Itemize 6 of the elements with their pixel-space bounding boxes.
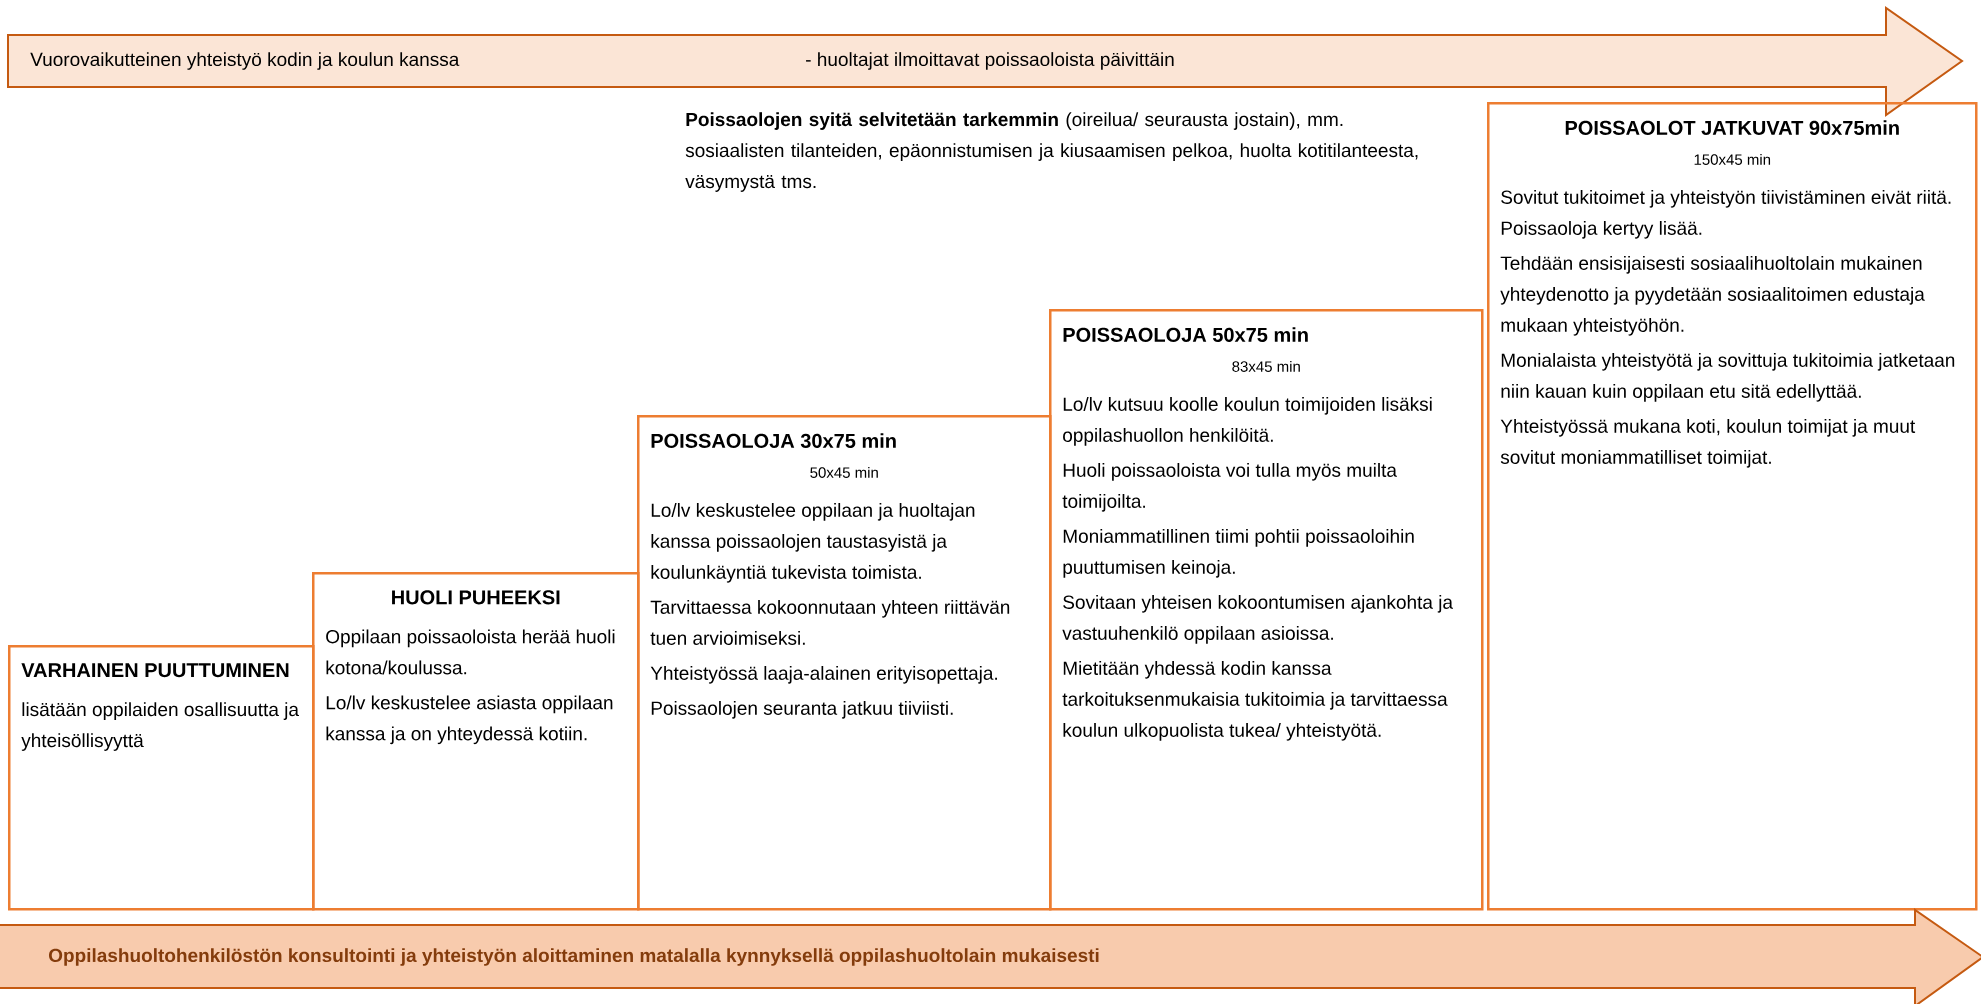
- step-box: POISSAOLOT JATKUVAT 90x75min 150x45 min Sovitut tukitoimet ja yhteistyön tiivistäminen eivät riitä. Poissaoloja kertyy lisää. Tehdään ensisijaisesti sosiaalihuoltolain mukainen yhteydenotto ja pyydetään sosiaalitoimen edustaja mukaan yhteistyöhön. Monialaista yhteistyötä ja sovittuja tukitoimia jatketaan niin kauan kuin oppilaan etu sitä edellyttää. Yhteistyössä mukana koti, koulun toimijat ja muut sovitut moniammatilliset toimijat.: [1487, 102, 1978, 911]
- arrow-band: Oppilashuoltohenkilöstön konsultointi ja yhteistyön aloittaminen matalalla kynnyksellä oppilashuoltolain mukaisesti: [0, 908, 1981, 1004]
- step-box: HUOLI PUHEEKSI Oppilaan poissaoloista herää huoli kotona/koulussa. Lo/lv keskustelee asiasta oppilaan kanssa ja on yhteydessä kotiin.: [312, 572, 640, 911]
- step-box: VARHAINEN PUUTTUMINEN lisätään oppilaiden osallisuutta ja yhteisöllisyyttä: [8, 645, 315, 911]
- step-box: POISSAOLOJA 30x75 min 50x45 min Lo/lv keskustelee oppilaan ja huoltajan kanssa poissaolojen taustasyistä ja koulunkäyntiä tukevista toimista. Tarvittaessa kokoonnutaan yhteen riittävän tuen arvioimiseksi. Yhteistyössä laaja-alainen erityisopettaja. Poissaolojen seuranta jatkuu tiiviisti.: [637, 415, 1052, 911]
- step-box: POISSAOLOJA 50x75 min 83x45 min Lo/lv kutsuu koolle koulun toimijoiden lisäksi oppilashuollon henkilöitä. Huoli poissaoloista voi tulla myös muilta toimijoilta. Moniammatillinen tiimi pohtii poissaoloihin puuttumisen keinoja. Sovitaan yhteisen kokoontumisen ajankohta ja vastuuhenkilö oppilaan asioissa. Mietitään yhdessä kodin kanssa tarkoituksenmukaisia tukitoimia ja tarvittaessa koulun ulkopuolista tukea/ yhteistyötä.: [1049, 309, 1484, 911]
